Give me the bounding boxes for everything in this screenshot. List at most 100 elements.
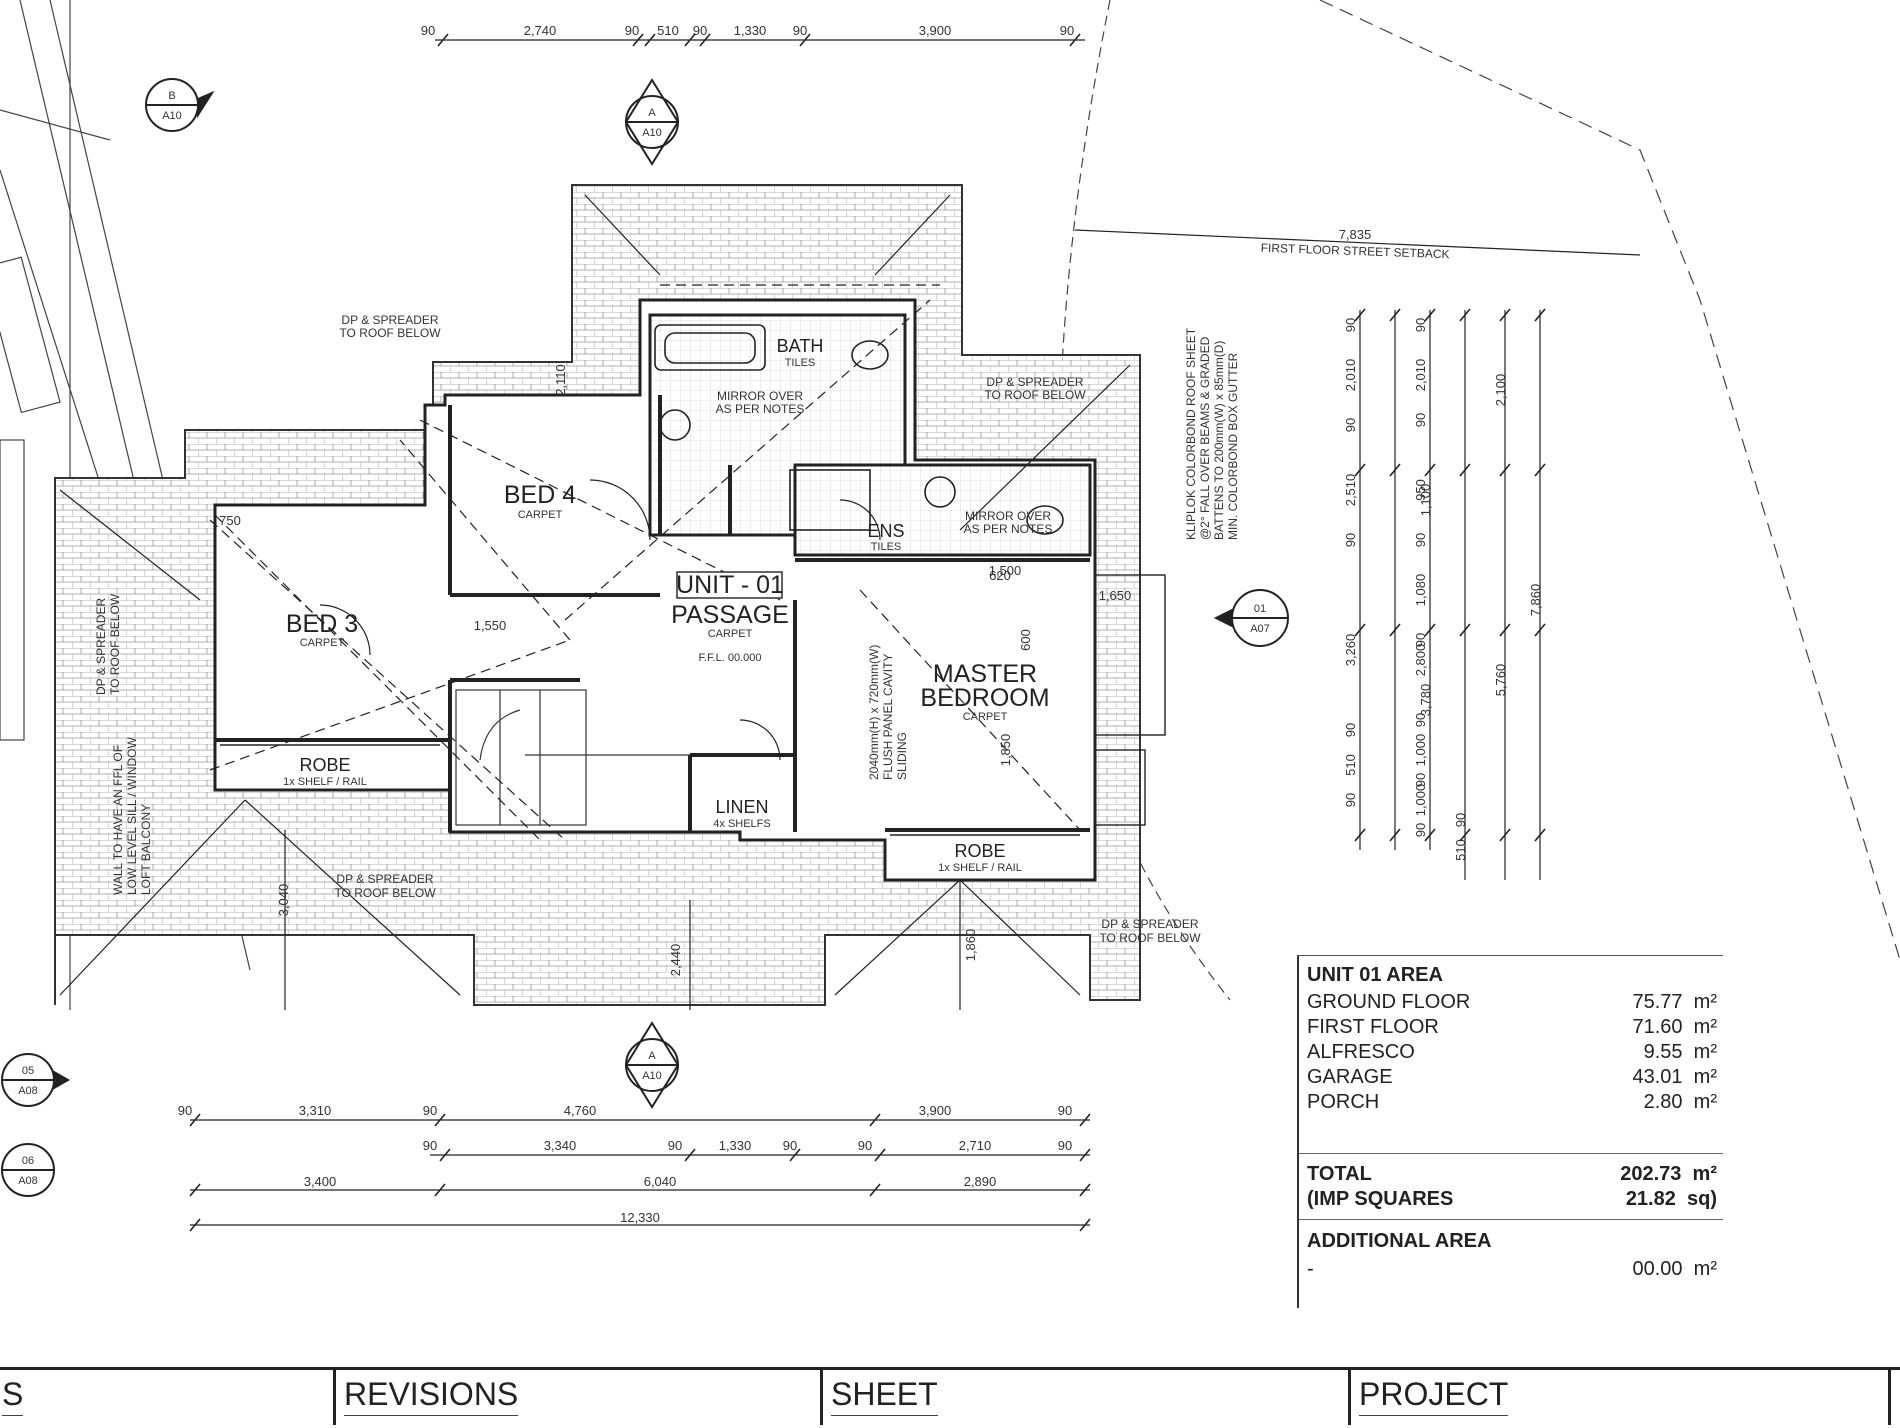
dimension-tick <box>869 1183 881 1197</box>
dimension-label: 3,900 <box>919 1103 952 1118</box>
dimension-tick <box>1534 623 1546 637</box>
dimension-tick <box>1354 828 1366 842</box>
area-table: UNIT 01 AREA GROUND FLOOR 75.77 m² FIRST… <box>1297 955 1723 1308</box>
room-labels: BED 4 CARPET BED 3 CARPET BATH TILES ENS… <box>283 336 1049 874</box>
dimension-label: 1,330 <box>734 23 767 38</box>
robe-right-label: ROBE <box>954 841 1005 861</box>
dimension-label: 2,800 <box>1413 644 1428 677</box>
dimension-tick <box>1389 308 1401 322</box>
ridge-dashed <box>209 284 1081 841</box>
dimension-label: 7,860 <box>1528 584 1543 617</box>
dimension-label: 1,500 <box>989 563 1022 578</box>
svg-text:B: B <box>168 90 175 102</box>
linen-note: 4x SHELFS <box>713 818 770 830</box>
dimension-label: 1,860 <box>963 929 978 962</box>
dimension-label: 90 <box>693 23 707 38</box>
dimension-label: 90 <box>1413 713 1428 727</box>
room-master-finish: CARPET <box>963 711 1008 723</box>
dimension-tick <box>1079 1148 1091 1162</box>
dimension-label: 90 <box>668 1138 682 1153</box>
section-marker: A A10 <box>624 1021 680 1109</box>
robe-left-note: 1x SHELF / RAIL <box>283 776 367 788</box>
svg-text:2040mm(H) x 720mm(W): 2040mm(H) x 720mm(W) <box>867 645 881 780</box>
roof-hip-lines <box>59 194 1131 996</box>
dimension-label: 1,080 <box>1413 574 1428 607</box>
dimension-tick <box>869 1113 881 1127</box>
dimension-label: 510 <box>657 23 679 38</box>
room-passage-label: PASSAGE <box>671 601 789 629</box>
dimension-tick <box>1499 623 1511 637</box>
room-bed4-label: BED 4 <box>504 481 576 509</box>
room-bed3-finish: CARPET <box>300 637 345 649</box>
dimension-tick <box>437 33 449 47</box>
dimension-label: 2,010 <box>1413 359 1428 392</box>
dimension-label: 90 <box>423 1138 437 1153</box>
dimension-label: 90 <box>1413 318 1428 332</box>
dimension-tick <box>1534 828 1546 842</box>
dimension-label: 1,100 <box>1418 484 1433 517</box>
basin <box>659 409 691 441</box>
dimension-label: 3,780 <box>1418 684 1433 717</box>
svg-text:LOFT BALCONY: LOFT BALCONY <box>139 804 153 895</box>
linen-label: LINEN <box>715 797 768 817</box>
dimension-tick <box>699 33 711 47</box>
room-passage-finish: CARPET <box>708 628 753 640</box>
table-divider <box>1299 1153 1723 1154</box>
dimension-label: 6,040 <box>644 1174 677 1189</box>
svg-text:FLUSH PANEL CAVITY: FLUSH PANEL CAVITY <box>881 654 895 780</box>
dimension-label: 90 <box>1413 773 1428 787</box>
dimension-label: 950 <box>1413 479 1428 501</box>
dimension-label: 1,330 <box>719 1138 752 1153</box>
svg-text:MIRROR OVER: MIRROR OVER <box>965 509 1051 523</box>
dimension-label: 90 <box>1343 318 1358 332</box>
dimension-label: 2,110 <box>553 364 568 396</box>
svg-text:DP & SPREADER: DP & SPREADER <box>1101 917 1198 931</box>
room-ens-label: ENS <box>867 521 904 541</box>
svg-text:MIN. COLORBOND BOX GUTTER: MIN. COLORBOND BOX GUTTER <box>1226 352 1240 540</box>
dimension-label: 90 <box>1413 633 1428 647</box>
dimension-label: 2,740 <box>524 23 557 38</box>
room-bath-label: BATH <box>777 336 824 356</box>
svg-text:SLIDING: SLIDING <box>895 732 909 780</box>
title-block <box>0 1367 1900 1428</box>
dimension-label: 3,260 <box>1343 634 1358 667</box>
dimension-label: 90 <box>1343 793 1358 807</box>
dimension-label: 90 <box>1413 413 1428 427</box>
svg-text:A07: A07 <box>1250 623 1270 635</box>
dimension-label: 510 <box>1453 839 1468 861</box>
dimension-tick <box>1424 828 1436 842</box>
section-marker: 01 A07 <box>1213 589 1289 647</box>
dimension-tick <box>684 1148 696 1162</box>
dimension-label: 2,890 <box>964 1174 997 1189</box>
svg-text:TO ROOF BELOW: TO ROOF BELOW <box>1099 931 1201 945</box>
plan-notes: DP & SPREADER TO ROOF BELOW DP & SPREADE… <box>94 227 1450 945</box>
svg-text:DP & SPREADER: DP & SPREADER <box>986 375 1083 389</box>
room-ens-finish: TILES <box>871 541 902 553</box>
dimension-label: 90 <box>858 1138 872 1153</box>
robe-right-note: 1x SHELF / RAIL <box>938 862 1022 874</box>
dimension-tick <box>1499 308 1511 322</box>
dimension-tick <box>684 33 696 47</box>
svg-text:@2° FALL OVER BEAMS & GRADED: @2° FALL OVER BEAMS & GRADED <box>1198 336 1212 540</box>
dimension-tick <box>1389 623 1401 637</box>
dimension-tick <box>1459 623 1471 637</box>
dimension-lines <box>190 39 1641 1226</box>
section-markers: B A10 A A10 A A10 01 A07 05 A08 <box>1 78 1289 1197</box>
dimension-label: 600 <box>1018 629 1033 651</box>
dimension-tick <box>632 33 644 47</box>
door-swings <box>319 479 881 761</box>
dimension-label: 1,650 <box>1099 588 1132 603</box>
dimension-tick <box>1079 1113 1091 1127</box>
dimension-label: 90 <box>1343 533 1358 547</box>
dimension-tick <box>874 1148 886 1162</box>
staircase <box>455 689 690 826</box>
dimension-label: 90 <box>1453 813 1468 827</box>
dimension-tick <box>1354 623 1366 637</box>
svg-text:DP & SPREADER: DP & SPREADER <box>341 313 438 327</box>
dimension-label: 90 <box>178 1103 192 1118</box>
dimension-label: 4,760 <box>564 1103 597 1118</box>
dimension-tick <box>1534 463 1546 477</box>
dimension-label: 620 <box>989 568 1011 583</box>
setback-label: FIRST FLOOR STREET SETBACK <box>1260 241 1449 262</box>
basin <box>924 476 956 508</box>
